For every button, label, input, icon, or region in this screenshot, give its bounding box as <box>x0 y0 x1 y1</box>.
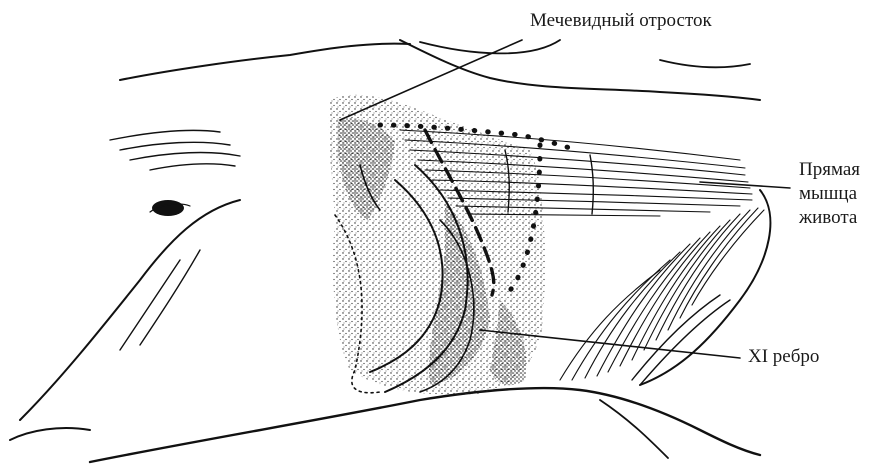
label-rectus-line-2: мышца <box>799 182 860 206</box>
chest-marks <box>110 130 240 216</box>
torso-side-lines <box>120 250 200 350</box>
label-eleventh-rib: XI ребро <box>748 345 819 369</box>
label-rectus-muscle: Прямая мышца живота <box>799 158 860 230</box>
label-rectus-line-3: живота <box>799 206 860 230</box>
label-rectus-line-1: Прямая <box>799 158 860 182</box>
oblique-muscle <box>560 208 764 380</box>
label-xiphoid-process: Мечевидный отросток <box>530 9 712 33</box>
flank-lines <box>632 295 730 385</box>
incision-area <box>329 95 545 395</box>
